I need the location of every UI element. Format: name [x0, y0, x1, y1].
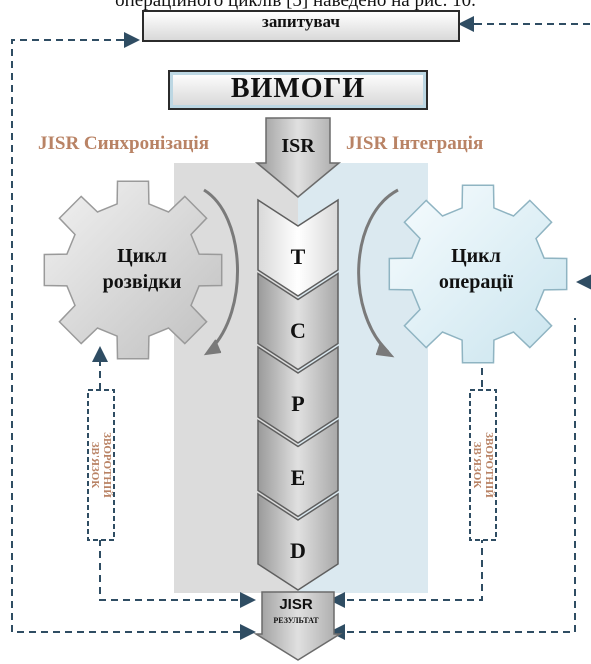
gear-shape [43, 180, 223, 360]
chevron-d [257, 492, 339, 591]
ops-cycle-line2: операції [438, 271, 514, 293]
sync-curved-arrow [203, 188, 240, 352]
integration-title: JISR Інтеграція [346, 133, 484, 154]
right-outer-loop-lower [335, 318, 576, 633]
left-outer-loop [11, 39, 250, 633]
requirements-box [168, 70, 428, 110]
intel-cycle-line1: Цикл [117, 245, 167, 267]
requester-label: запитувач [262, 12, 340, 31]
gear-shape [388, 184, 568, 364]
caption-line: операційного циклів [5] наведено на рис.… [115, 0, 476, 11]
stage-label-e: E [290, 465, 306, 490]
stage-label-t: T [290, 244, 306, 269]
result-arrow [253, 591, 343, 661]
requirements-label: ВИМОГИ [230, 73, 366, 104]
intel-cycle-gear [43, 180, 223, 360]
isr-label: ISR [281, 135, 315, 157]
feedback-left-line2: ЗВ'ЯЗОК [89, 441, 101, 489]
feedback-label-left: ЗВОРОТНІЙ ЗВ'ЯЗОК [89, 415, 113, 515]
feedback-left-line1: ЗВОРОТНІЙ [101, 432, 113, 498]
stage-label-d: D [290, 538, 306, 563]
chevron-c [257, 272, 339, 371]
chevron-p [257, 345, 339, 444]
sync-title: JISR Синхронізація [38, 133, 209, 154]
chevron-e [257, 419, 339, 518]
intel-cycle-line2: розвідки [102, 271, 182, 293]
result-sublabel: РЕЗУЛЬТАТ [273, 616, 319, 625]
stage-label-p: P [291, 391, 305, 416]
feedback-box-right [469, 389, 497, 541]
requester-box [142, 10, 460, 42]
result-label: JISR [279, 596, 313, 613]
ops-cycle-line1: Цикл [451, 245, 501, 267]
feedback-right-line2: ЗВ'ЯЗОК [471, 441, 483, 489]
tcped-chevron-stack [257, 198, 339, 591]
chevron-t [257, 198, 339, 297]
ops-cycle-gear [388, 184, 568, 364]
feedback-box-left [87, 389, 115, 541]
integration-curved-arrow [357, 188, 399, 354]
isr-arrow [254, 117, 342, 198]
ops-cycle-label: Цикл операції [416, 243, 536, 295]
intel-cycle-label: Цикл розвідки [82, 243, 202, 295]
stage-label-c: C [290, 318, 306, 343]
feedback-label-right: ЗВОРОТНІЙ ЗВ'ЯЗОК [471, 415, 495, 515]
feedback-right-line1: ЗВОРОТНІЙ [483, 432, 495, 498]
